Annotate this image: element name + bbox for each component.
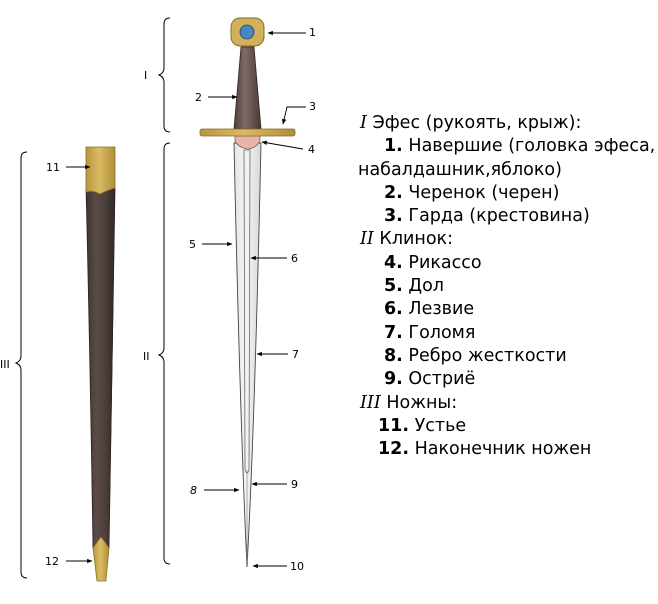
scabbard-chape [92, 536, 110, 582]
scabbard-body [85, 187, 116, 549]
legend-item-throat: 11. Устье [358, 415, 658, 438]
legend-item-chape: 12. Наконечник ножен [358, 438, 658, 461]
callout-8: 8 [190, 484, 197, 497]
legend-item-pommel: 1. Навершие (головка эфеса, [358, 135, 658, 158]
legend-section-scabbard: III Ножны: [358, 392, 658, 415]
callout-6: 6 [291, 252, 298, 265]
legend-num-guard: 3. [384, 206, 403, 227]
blade-right-half [247, 143, 261, 567]
legend-numeral-hilt: I [360, 113, 367, 133]
legend-num-rib: 8. [384, 345, 403, 366]
callout-10: 10 [290, 560, 304, 573]
blade-outline [233, 142, 262, 568]
legend-label-ricasso: Рикассо [408, 252, 482, 273]
legend-label-scabbard: Ножны: [386, 392, 458, 413]
legend-label-grip: Черенок (черен) [408, 182, 560, 203]
section-label-blade: II [143, 350, 150, 363]
legend-num-pommel: 1. [384, 136, 403, 157]
legend-label-fuller: Дол [408, 276, 444, 297]
sword [199, 17, 296, 568]
callout-1: 1 [309, 26, 316, 39]
scabbard [85, 146, 116, 582]
callout-12: 12 [45, 555, 59, 568]
legend-item-edge: 6. Лезвие [358, 298, 658, 321]
callout-9: 9 [291, 478, 298, 491]
pommel-gem [239, 24, 255, 40]
legend-section-hilt: I Эфес (рукоять, крыж): [358, 112, 658, 135]
legend-label-edge: Лезвие [408, 299, 475, 320]
legend-item-flat: 7. Голомя [358, 322, 658, 345]
ricasso [234, 135, 261, 150]
callout-arrows [66, 30, 306, 569]
legend-item-point: 9. Остриё [358, 368, 658, 391]
legend-label-hilt: Эфес (рукоять, крыж): [372, 113, 582, 133]
legend-item-ricasso: 4. Рикассо [358, 252, 658, 275]
legend-label-blade: Клинок: [379, 229, 454, 250]
legend-num-ricasso: 4. [384, 252, 403, 273]
bracket-blade [157, 142, 171, 565]
legend-num-point: 9. [384, 369, 403, 390]
legend-label-point: Остриё [408, 369, 476, 390]
legend-label-guard: Гарда (крестовина) [408, 206, 590, 227]
legend-label-throat: Устье [414, 415, 467, 436]
scabbard-throat [85, 146, 116, 195]
legend-label-rib: Ребро жесткости [408, 345, 567, 366]
legend-num-edge: 6. [384, 299, 403, 320]
legend-num-throat: 11. [378, 415, 410, 436]
crossguard [199, 128, 296, 137]
bracket-hilt [157, 17, 171, 133]
legend-num-flat: 7. [384, 322, 403, 343]
blade-left-half [234, 143, 247, 567]
legend-num-grip: 2. [384, 182, 403, 203]
legend-item-fuller: 5. Дол [358, 275, 658, 298]
callout-3: 3 [309, 100, 316, 113]
bracket-scabbard [14, 151, 28, 579]
legend-num-chape: 12. [378, 439, 410, 460]
section-label-scabbard: III [0, 358, 10, 371]
legend-section-blade: II Клинок: [358, 228, 658, 251]
legend-item-rib: 8. Ребро жесткости [358, 345, 658, 368]
grip [233, 46, 262, 130]
callout-7: 7 [292, 348, 299, 361]
blade-fuller [243, 149, 251, 474]
legend-item-grip: 2. Черенок (черен) [358, 182, 658, 205]
legend-label-chape: Наконечник ножен [414, 439, 592, 460]
section-label-hilt: I [144, 69, 147, 82]
legend-label-flat: Голомя [408, 322, 476, 343]
arrow-3 [282, 106, 306, 125]
parts-legend: I Эфес (рукоять, крыж): 1. Навершие (гол… [358, 112, 658, 461]
callout-11: 11 [46, 161, 60, 174]
legend-num-fuller: 5. [384, 276, 403, 297]
callout-4: 4 [308, 143, 315, 156]
legend-label-pommel-cont: набалдашник,яблоко) [358, 159, 562, 180]
arrow-4 [261, 140, 304, 150]
legend-item-guard: 3. Гарда (крестовина) [358, 205, 658, 228]
legend-item-pommel-cont: набалдашник,яблоко) [358, 159, 658, 182]
legend-label-pommel: Навершие (головка эфеса, [408, 136, 656, 157]
callout-5: 5 [189, 238, 196, 251]
legend-numeral-blade: II [360, 229, 374, 250]
legend-numeral-scabbard: III [360, 392, 381, 413]
callout-2: 2 [195, 91, 202, 104]
